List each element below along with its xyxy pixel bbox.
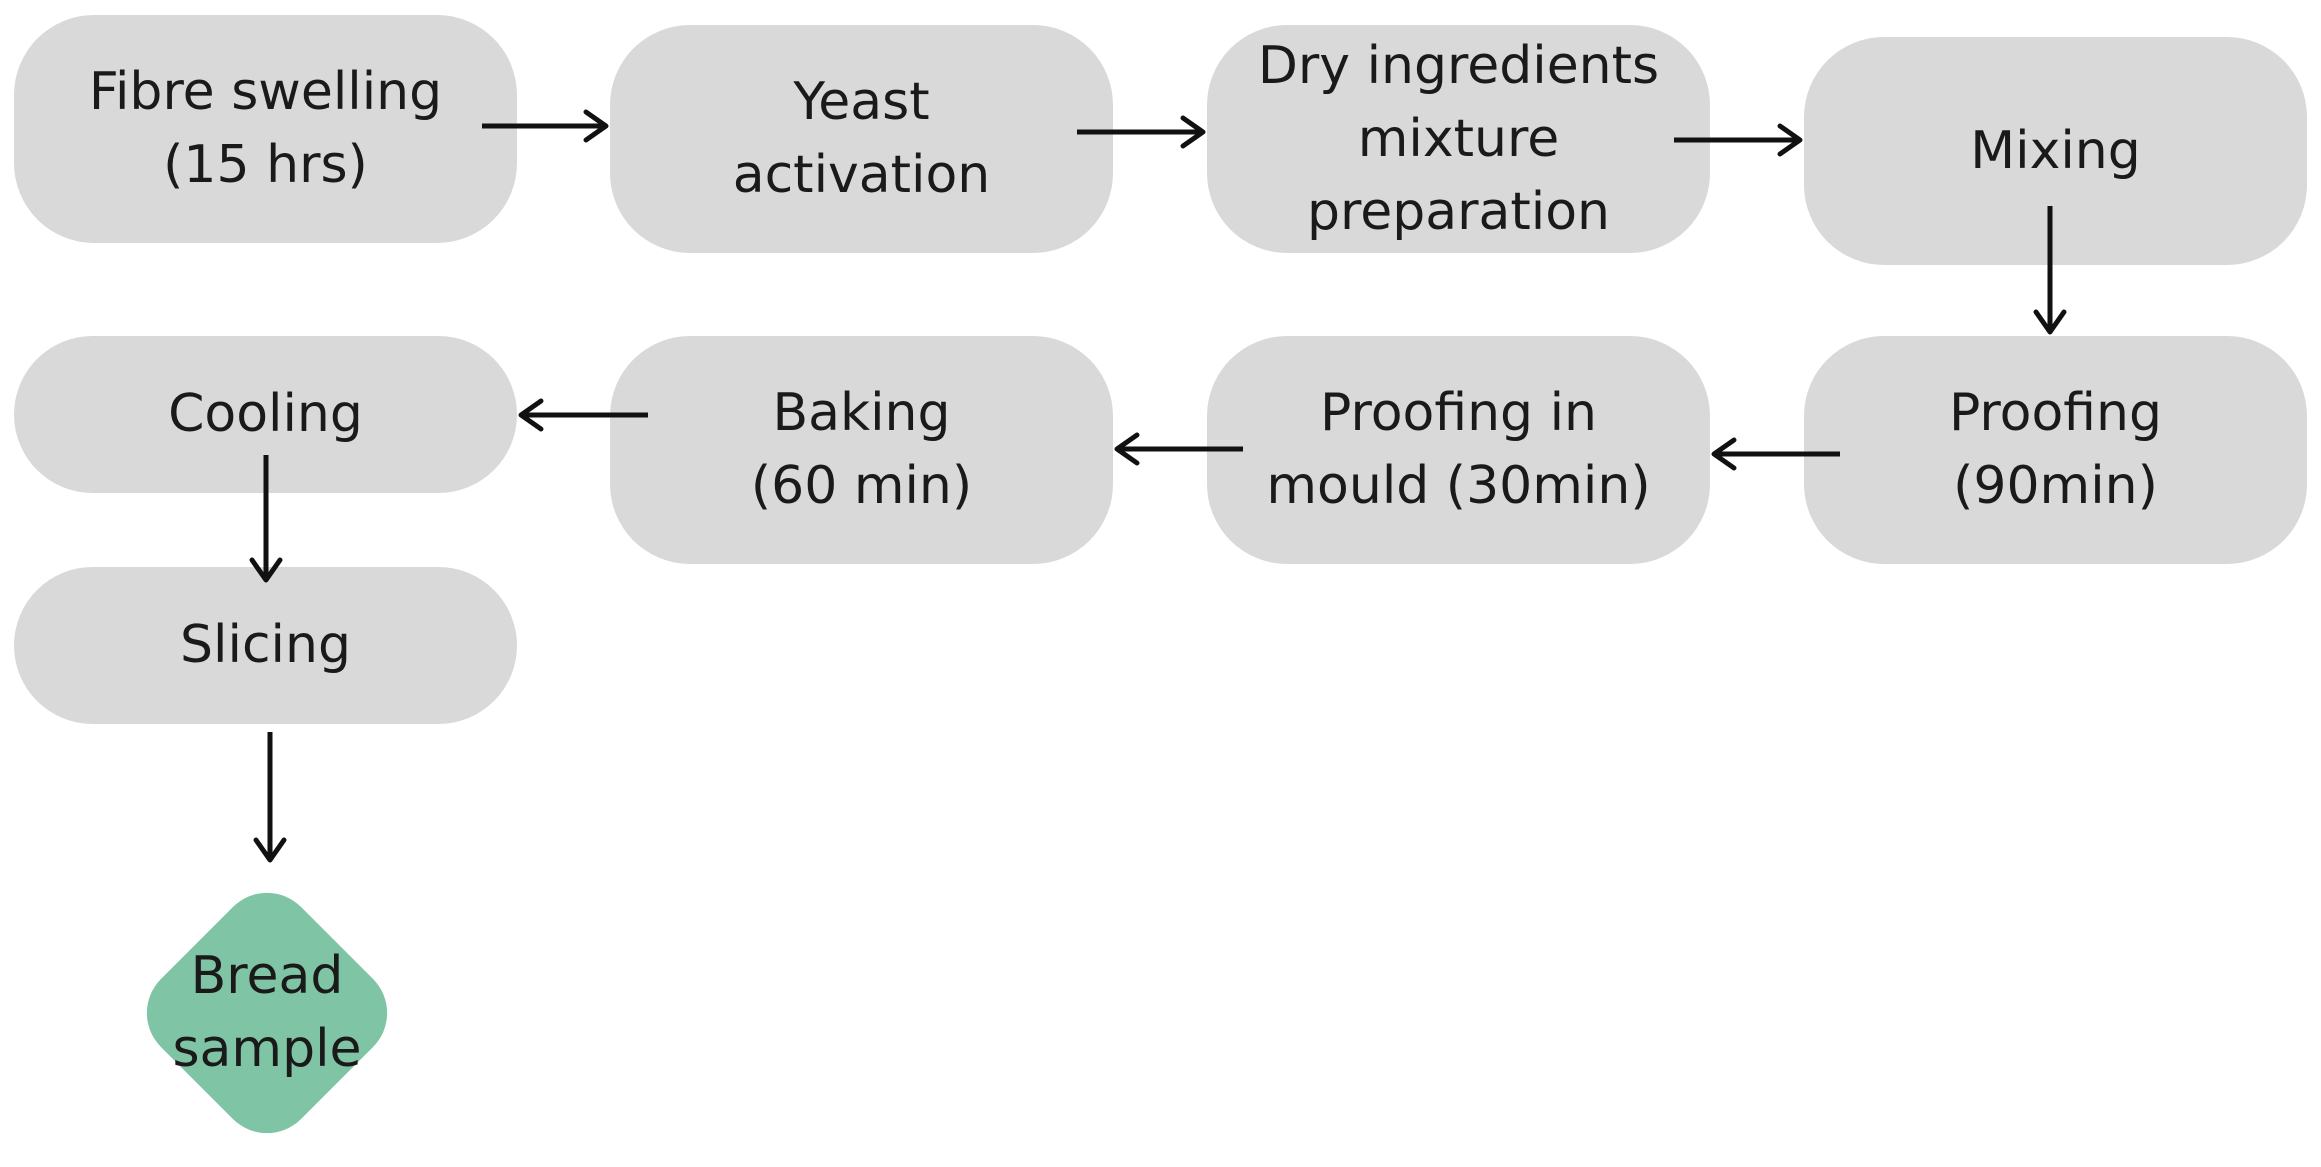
- node-cooling: Cooling: [14, 336, 517, 493]
- node-bread-sample-label: Bread sample: [172, 946, 362, 1079]
- node-dry-ingredients-label: Dry ingredients mixture preparation: [1257, 35, 1660, 242]
- node-yeast-activation: Yeast activation: [610, 25, 1113, 253]
- node-proofing-mould: Proofing in mould (30min): [1207, 336, 1710, 564]
- node-cooling-label: Cooling: [168, 384, 363, 444]
- node-proofing-mould-label: Proofing in mould (30min): [1266, 383, 1651, 516]
- arrow-slicing-to-bread: [253, 732, 287, 863]
- node-fibre-swelling-label: Fibre swelling (15 hrs): [88, 62, 443, 195]
- node-mixing: Mixing: [1804, 37, 2307, 265]
- node-baking-label: Baking (60 min): [750, 383, 973, 516]
- node-slicing-label: Slicing: [180, 615, 351, 675]
- node-yeast-activation-label: Yeast activation: [732, 72, 991, 205]
- node-proofing-label: Proofing (90min): [1948, 383, 2163, 516]
- node-slicing: Slicing: [14, 567, 517, 724]
- node-mixing-label: Mixing: [1970, 120, 2141, 181]
- node-baking: Baking (60 min): [610, 336, 1113, 564]
- node-bread-sample: Bread sample: [126, 872, 408, 1154]
- node-fibre-swelling: Fibre swelling (15 hrs): [14, 15, 517, 243]
- node-dry-ingredients: Dry ingredients mixture preparation: [1207, 25, 1710, 253]
- node-proofing: Proofing (90min): [1804, 336, 2307, 564]
